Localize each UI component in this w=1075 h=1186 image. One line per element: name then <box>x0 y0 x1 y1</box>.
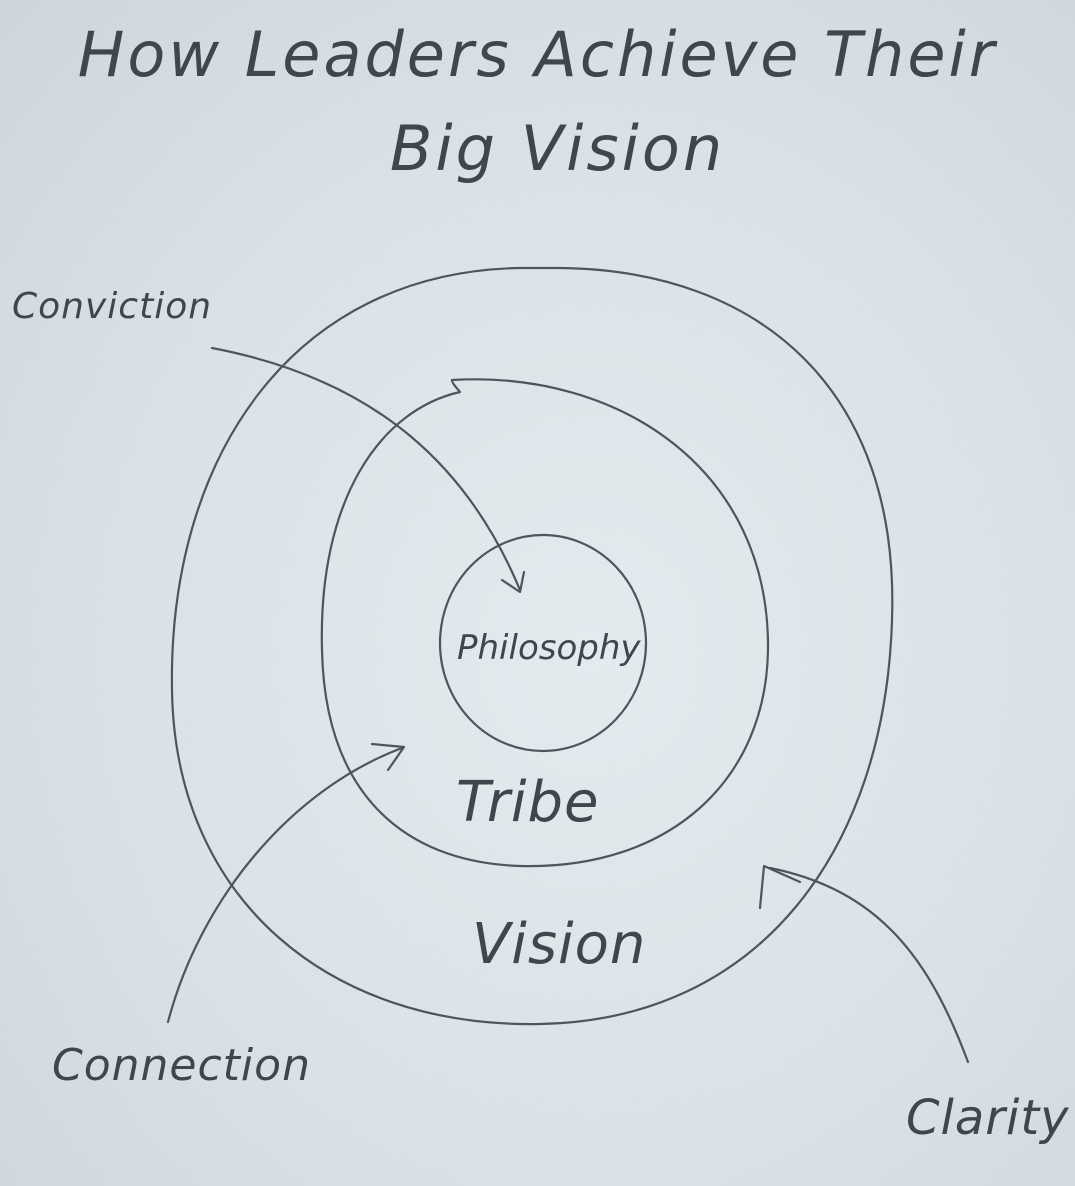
middle-ring-label: Tribe <box>456 770 600 835</box>
conviction-arrow <box>210 346 522 592</box>
outer-ring-label: Vision <box>472 912 647 977</box>
connection-arrow <box>166 746 404 1024</box>
clarity-label: Clarity <box>906 1090 1070 1146</box>
inner-ring <box>438 533 648 753</box>
clarity-arrow <box>768 866 970 1064</box>
conviction-label: Conviction <box>12 286 213 327</box>
connection-arrowhead <box>370 742 406 772</box>
clarity-arrowhead <box>758 864 802 910</box>
connection-label: Connection <box>52 1040 311 1091</box>
conviction-arrowhead <box>500 570 526 594</box>
outer-ring <box>170 266 894 1026</box>
inner-ring-label: Philosophy <box>457 628 641 668</box>
title-line-1: How Leaders Achieve Their <box>77 18 998 91</box>
title-line-2: Big Vision <box>389 112 726 185</box>
middle-ring <box>320 378 770 868</box>
